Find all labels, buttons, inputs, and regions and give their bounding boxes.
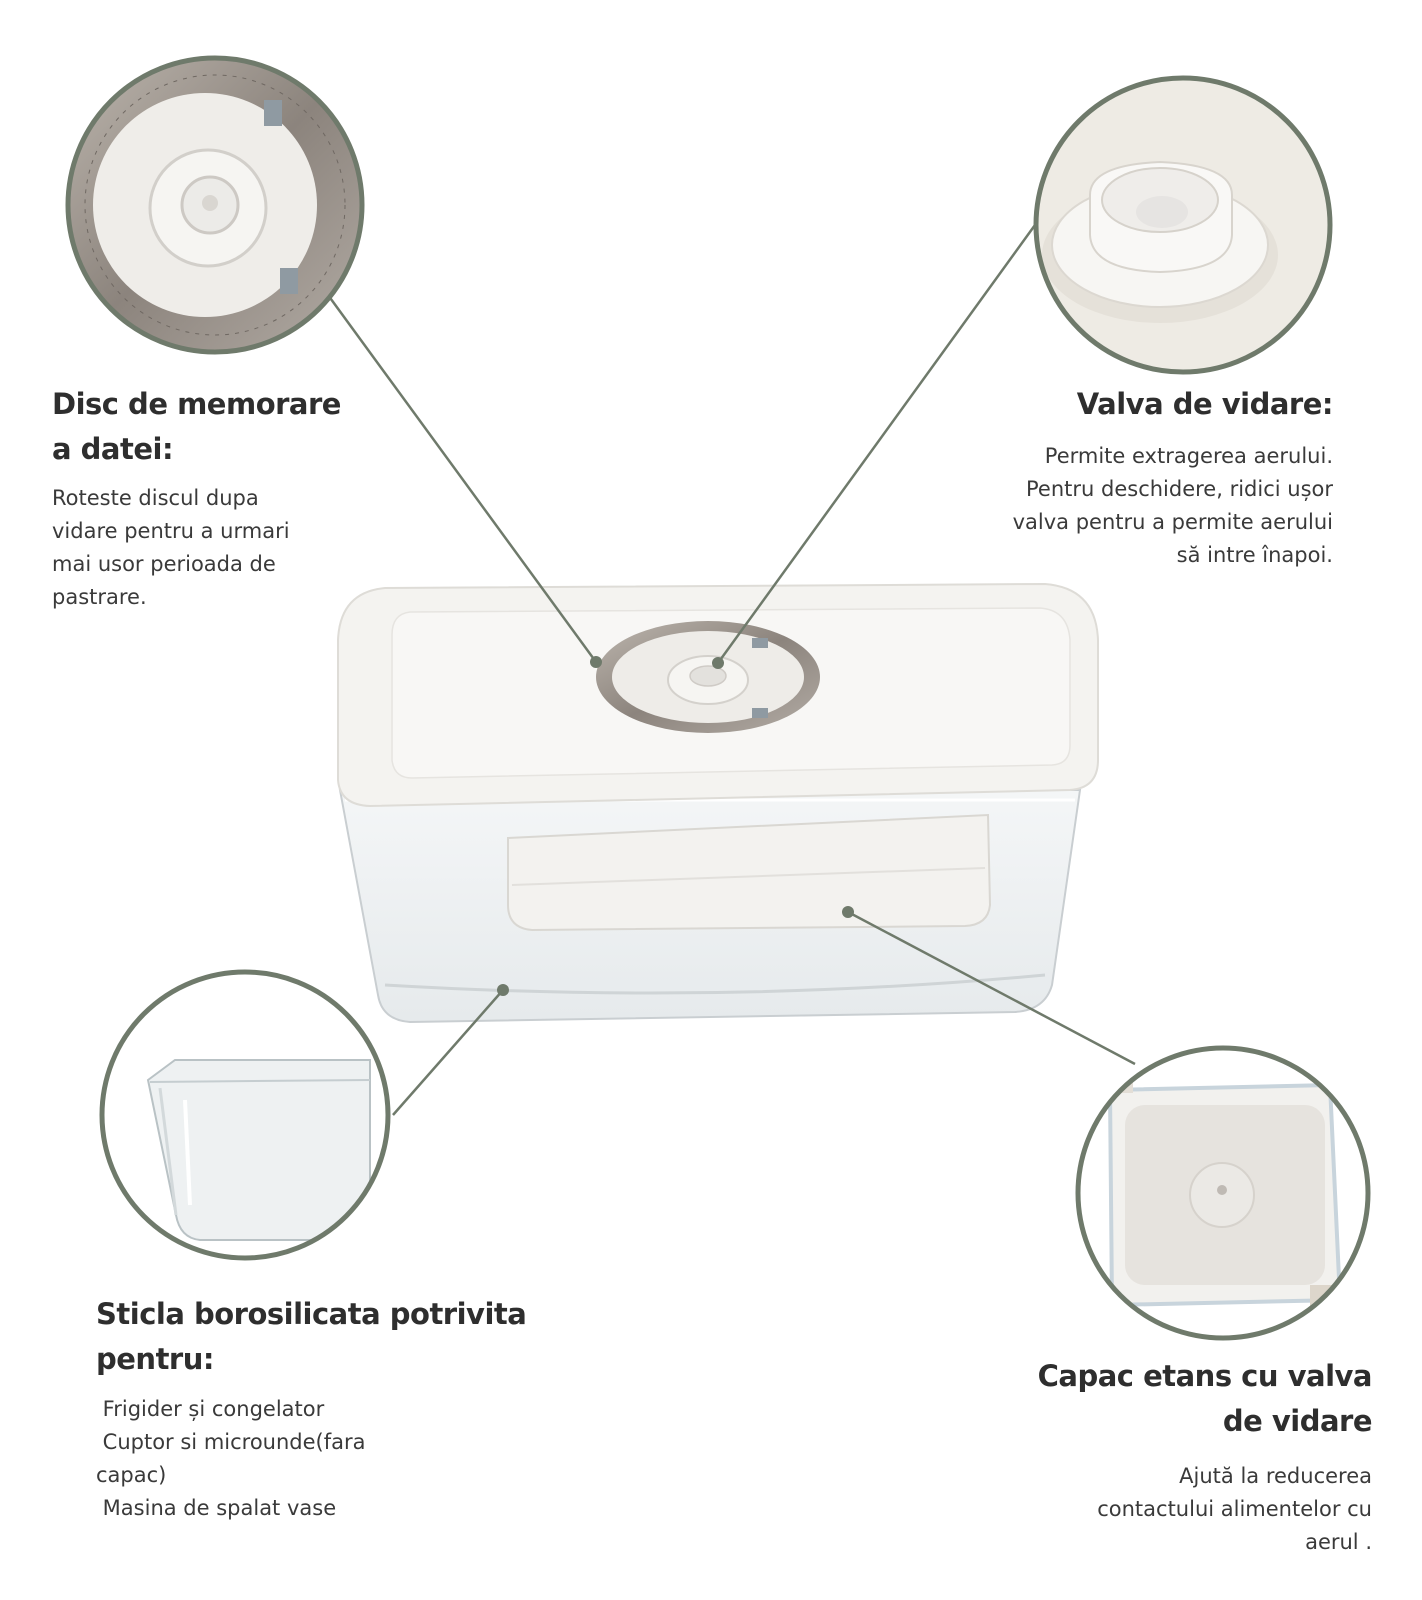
vacuum-valve-description: Permite extragerea aerului. Pentru desch…: [930, 440, 1333, 572]
title-line: Capac etans cu valva: [1037, 1359, 1373, 1393]
description-line: Masina de spalat vase: [96, 1496, 337, 1520]
description-line: capac): [96, 1463, 167, 1487]
description-line: Frigider și congelator: [96, 1397, 325, 1421]
borosilicate-glass-title: Sticla borosilicata potrivita pentru:: [96, 1292, 576, 1382]
description-line: Permite extragerea aerului.: [1044, 444, 1333, 468]
callout-lid-closeup: [1075, 1045, 1371, 1341]
callout-ring-glass: [99, 969, 391, 1261]
airtight-lid-description: Ajută la reducerea contactului alimentel…: [1030, 1460, 1372, 1559]
title-line: a datei:: [52, 432, 174, 466]
description-line: Ajută la reducerea: [1179, 1464, 1372, 1488]
description-line: mai usor perioada de: [52, 552, 276, 576]
glass-bottom-edge: [384, 973, 1046, 995]
description-line: pastrare.: [52, 585, 147, 609]
callout-ring-date-disc: [65, 55, 365, 355]
callout-valve-closeup: [1033, 75, 1333, 375]
description-line: Cuptor si microunde(fara: [96, 1430, 366, 1454]
description-line: valva pentru a permite aerului: [1012, 510, 1333, 534]
callout-date-disc-closeup: [65, 55, 365, 355]
date-disc-description: Roteste discul dupa vidare pentru a urma…: [52, 482, 352, 614]
description-line: vidare pentru a urmari: [52, 519, 290, 543]
food-container: [337, 582, 1099, 1024]
connector-dot-lid: [842, 906, 854, 918]
callout-glass-closeup: [99, 969, 391, 1261]
title-line: Valva de vidare:: [1076, 387, 1334, 421]
connector-dot-date-disc: [590, 656, 602, 668]
date-disc-title: Disc de memorare a datei:: [52, 382, 382, 472]
description-line: Roteste discul dupa: [52, 486, 259, 510]
title-line: pentru:: [96, 1342, 214, 1376]
callout-connectors: [326, 224, 1136, 1116]
airtight-lid-title: Capac etans cu valva de vidare: [990, 1354, 1373, 1444]
vacuum-valve-title: Valva de vidare:: [980, 382, 1334, 427]
callout-ring-lid: [1075, 1045, 1371, 1341]
borosilicate-glass-description: Frigider și congelator Cuptor si microun…: [96, 1393, 456, 1525]
title-line: de vidare: [1222, 1404, 1373, 1438]
front-latch: [507, 813, 992, 932]
connector-glass: [392, 989, 504, 1116]
connector-dot-valve: [712, 657, 724, 669]
connector-date-disc: [326, 294, 598, 663]
connector-valve: [716, 224, 1037, 664]
description-line: aerul .: [1305, 1530, 1372, 1554]
title-line: Disc de memorare: [52, 387, 341, 421]
description-line: contactului alimentelor cu: [1097, 1497, 1372, 1521]
description-line: să intre înapoi.: [1176, 543, 1333, 567]
connector-dot-glass: [497, 984, 509, 996]
description-line: Pentru deschidere, ridici ușor: [1026, 477, 1333, 501]
connector-lid: [847, 910, 1136, 1066]
latch-groove: [511, 867, 986, 886]
callout-ring-valve: [1033, 75, 1333, 375]
title-line: Sticla borosilicata potrivita: [96, 1297, 527, 1331]
